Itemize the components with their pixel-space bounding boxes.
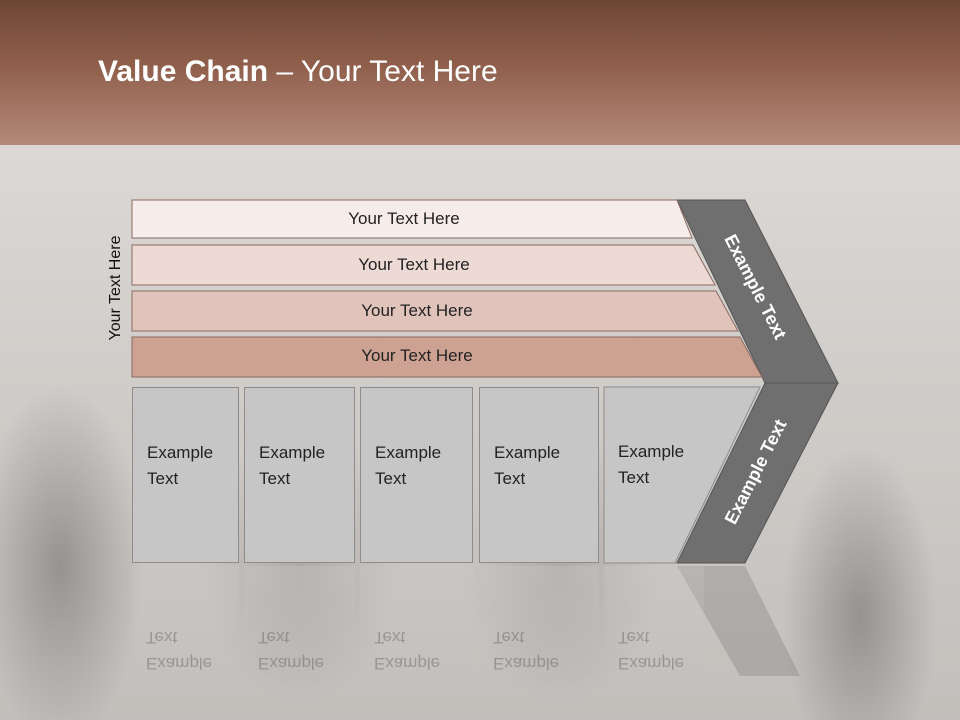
title-bold: Value Chain	[98, 55, 269, 88]
band-4: Your Text Here	[132, 337, 718, 375]
column-1-line2: Text	[147, 469, 179, 488]
column-4-line1: Example	[494, 443, 561, 462]
column-4-line2: Text	[494, 469, 526, 488]
column-5: Example Text	[604, 387, 704, 563]
column-5-shape	[603, 386, 761, 564]
column-2-line1: Example	[259, 443, 326, 462]
band-1-label: Your Text Here	[348, 209, 460, 228]
column-1-reflection: Example Text	[132, 566, 239, 676]
column-2-reflection: Example Text	[244, 566, 355, 676]
column-1: Example Text	[132, 387, 239, 563]
band-2: Your Text Here	[132, 246, 712, 284]
column-2-line2: Text	[259, 469, 291, 488]
title-rest: – Your Text Here	[268, 55, 498, 88]
column-4-reflection: Example Text	[479, 566, 599, 676]
band-2-shape	[131, 244, 716, 286]
band-1-shape	[131, 199, 693, 239]
column-3-reflection: Example Text	[360, 566, 473, 676]
band-3: Your Text Here	[132, 292, 718, 330]
column-4: Example Text	[479, 387, 599, 563]
band-4-label: Your Text Here	[361, 346, 473, 365]
column-5-line2: Text	[618, 468, 650, 487]
band-3-label: Your Text Here	[361, 301, 473, 320]
slide-title: Value Chain – Your Text Here	[98, 55, 498, 89]
band-4-shape	[131, 336, 763, 378]
band-3-shape	[131, 290, 739, 332]
band-2-label: Your Text Here	[358, 255, 470, 274]
header-band	[0, 0, 960, 145]
column-3-line2: Text	[375, 469, 407, 488]
column-2: Example Text	[244, 387, 355, 563]
column-5-line1: Example	[618, 442, 685, 461]
column-1-line1: Example	[147, 443, 214, 462]
arrow-reflection	[677, 566, 800, 676]
column-3-line1: Example	[375, 443, 442, 462]
column-5-reflection: Example Text	[604, 566, 704, 676]
band-1: Your Text Here	[132, 200, 692, 238]
column-3: Example Text	[360, 387, 473, 563]
arrow-chevron-lower	[676, 382, 839, 564]
